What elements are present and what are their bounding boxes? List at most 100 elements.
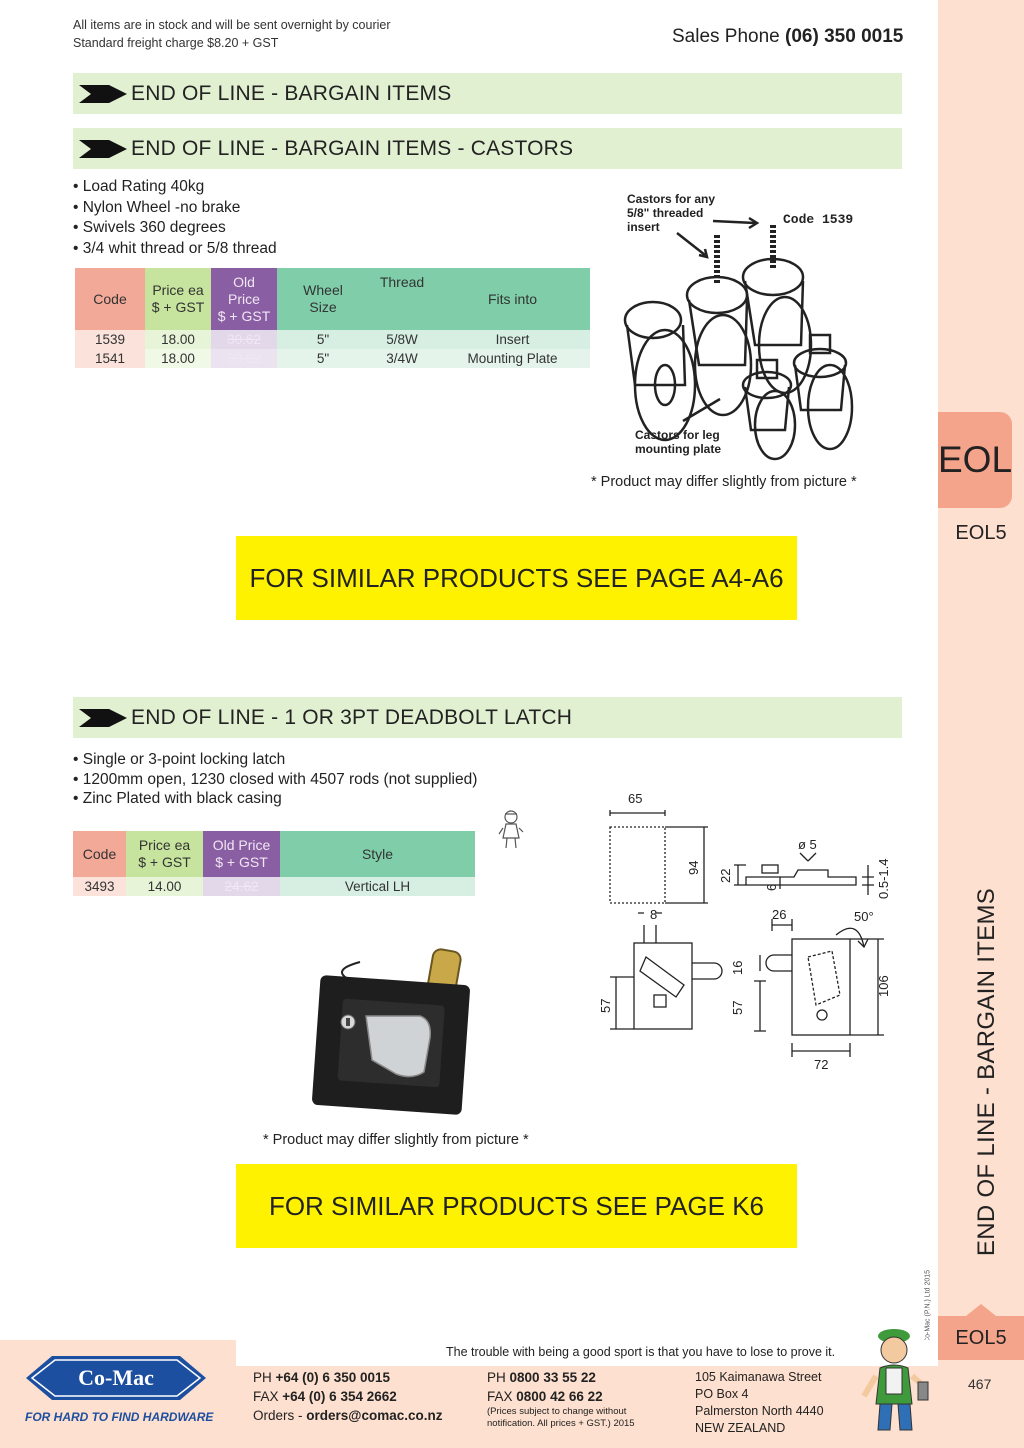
dim-65: 65 bbox=[628, 791, 642, 806]
section-code: EOL5 bbox=[955, 522, 1007, 544]
ph2-number: 0800 33 55 22 bbox=[509, 1370, 596, 1385]
sales-phone: Sales Phone (06) 350 0015 bbox=[672, 26, 903, 48]
ph-number: +64 (0) 6 350 0015 bbox=[275, 1370, 390, 1385]
col-fits-into: Fits into bbox=[435, 268, 590, 330]
dim-5: ø 5 bbox=[798, 837, 817, 852]
dim-26: 26 bbox=[772, 907, 786, 922]
list-item: • 3/4 whit thread or 5/8 thread bbox=[73, 239, 277, 257]
address-line: NEW ZEALAND bbox=[695, 1421, 786, 1435]
fax2-number: 0800 42 66 22 bbox=[516, 1389, 603, 1404]
section-vertical-title: END OF LINE - BARGAIN ITEMS bbox=[973, 887, 1000, 1257]
ph-label: PH bbox=[253, 1370, 272, 1385]
latch-dimension-drawing: 65 94 22 6 ø 5 0.5-1.4 8 57 26 50° 16 57… bbox=[598, 791, 891, 1072]
col-code: Code bbox=[75, 268, 145, 330]
logo-tagline: FOR HARD TO FIND HARDWARE bbox=[25, 1410, 214, 1424]
banner-latch: END OF LINE - 1 OR 3PT DEADBOLT LATCH bbox=[73, 697, 902, 738]
fax-number: +64 (0) 6 354 2662 bbox=[282, 1389, 397, 1404]
banner-castors-title: END OF LINE - BARGAIN ITEMS - CASTORS bbox=[131, 136, 574, 160]
col-price: Price ea$ + GST bbox=[145, 268, 211, 330]
col-code: Code bbox=[73, 831, 126, 877]
dim-50: 50° bbox=[854, 909, 874, 924]
address-line: 105 Kaimanawa Street bbox=[695, 1370, 822, 1384]
dim-6: 6 bbox=[764, 884, 779, 891]
header-note: All items are in stock and will be sent … bbox=[73, 16, 391, 52]
dim-72: 72 bbox=[814, 1057, 828, 1072]
address-line: PO Box 4 bbox=[695, 1387, 749, 1401]
col-style: Style bbox=[280, 831, 475, 877]
dim-57b: 57 bbox=[730, 1001, 745, 1015]
dim-22: 22 bbox=[718, 869, 733, 883]
orders-label: Orders - bbox=[253, 1408, 303, 1423]
dim-57a: 57 bbox=[598, 999, 613, 1013]
comac-logo: Co-Mac bbox=[26, 1356, 206, 1400]
banner-latch-title: END OF LINE - 1 OR 3PT DEADBOLT LATCH bbox=[131, 705, 573, 729]
header-note-line2: Standard freight charge $8.20 + GST bbox=[73, 36, 279, 50]
latch-similar-products: FOR SIMILAR PRODUCTS SEE PAGE K6 bbox=[236, 1164, 797, 1248]
castor-label-top-3: insert bbox=[627, 220, 660, 234]
dim-16: 16 bbox=[730, 961, 745, 975]
dim-94: 94 bbox=[686, 861, 701, 875]
latch-table: Code Price ea$ + GST Old Price$ + GST St… bbox=[73, 831, 475, 896]
list-item: • Swivels 360 degrees bbox=[73, 219, 226, 236]
sales-label: Sales Phone bbox=[672, 26, 780, 47]
section-tab: EOL bbox=[938, 412, 1012, 508]
castor-illustration: Castors for any 5/8" threaded insert Cod… bbox=[623, 192, 853, 461]
fax-label: FAX bbox=[253, 1389, 279, 1404]
ph2-label: PH bbox=[487, 1370, 506, 1385]
address-line: Palmerston North 4440 bbox=[695, 1404, 824, 1418]
footer-section-tab: EOL5 bbox=[938, 1304, 1024, 1360]
arrow-icon bbox=[79, 84, 127, 103]
price-note-2: notification. All prices + GST.) 2015 bbox=[487, 1418, 635, 1429]
col-old-price: Old Price$ + GST bbox=[203, 831, 280, 877]
header-note-line1: All items are in stock and will be sent … bbox=[73, 18, 391, 32]
footer-address: 105 Kaimanawa Street PO Box 4 Palmerston… bbox=[695, 1369, 824, 1437]
footer-quote: The trouble with being a good sport is t… bbox=[446, 1345, 836, 1359]
table-header-row: Code Price ea$ + GST Old Price$ + GST St… bbox=[73, 831, 475, 877]
latch-disclaimer: * Product may differ slightly from pictu… bbox=[263, 1132, 529, 1148]
castor-label-code: Code 1539 bbox=[783, 212, 853, 227]
arrow-icon bbox=[79, 139, 127, 158]
table-row: 3493 14.00 24.62 Vertical LH bbox=[73, 877, 475, 896]
list-item: • Load Rating 40kg bbox=[73, 178, 205, 195]
list-item: • Zinc Plated with black casing bbox=[73, 790, 282, 807]
castor-similar-products: FOR SIMILAR PRODUCTS SEE PAGE A4-A6 bbox=[236, 536, 797, 620]
price-note-1: (Prices subject to change without bbox=[487, 1406, 627, 1417]
dim-106: 106 bbox=[876, 975, 891, 997]
arrow-icon bbox=[79, 708, 127, 727]
list-item: • 1200mm open, 1230 closed with 4507 rod… bbox=[73, 770, 478, 788]
banner-main: END OF LINE - BARGAIN ITEMS bbox=[73, 73, 902, 114]
latch-product-photo bbox=[312, 948, 470, 1115]
banner-main-title: END OF LINE - BARGAIN ITEMS bbox=[131, 81, 452, 105]
castor-label-top-1: Castors for any bbox=[627, 192, 715, 206]
fax2-label: FAX bbox=[487, 1389, 513, 1404]
footer-quote-band bbox=[236, 1340, 938, 1366]
sidebar bbox=[938, 0, 1024, 1340]
page-number: 467 bbox=[968, 1376, 992, 1392]
col-price: Price ea$ + GST bbox=[126, 831, 203, 877]
footer-contact-1: PH +64 (0) 6 350 0015 FAX +64 (0) 6 354 … bbox=[253, 1368, 443, 1425]
sales-number: (06) 350 0015 bbox=[785, 26, 904, 47]
castor-disclaimer: * Product may differ slightly from pictu… bbox=[591, 474, 857, 490]
castor-features: • Load Rating 40kg • Nylon Wheel -no bra… bbox=[73, 177, 277, 259]
castor-label-bottom-1: Castors for leg bbox=[635, 428, 720, 442]
mascot-icon bbox=[861, 1329, 929, 1431]
orders-email[interactable]: orders@comac.co.nz bbox=[306, 1408, 443, 1423]
col-thread: Thread bbox=[369, 268, 435, 330]
table-row: 1541 18.00 30.62 5" 3/4W Mounting Plate bbox=[75, 349, 590, 368]
footer-contact-2: PH 0800 33 55 22 FAX 0800 42 66 22 (Pric… bbox=[487, 1368, 635, 1430]
castor-label-bottom-2: mounting plate bbox=[635, 442, 721, 456]
logo-text: Co-Mac bbox=[78, 1365, 154, 1390]
list-item: • Nylon Wheel -no brake bbox=[73, 198, 241, 216]
table-row: 1539 18.00 30.62 5" 5/8W Insert bbox=[75, 330, 590, 349]
banner-castors: END OF LINE - BARGAIN ITEMS - CASTORS bbox=[73, 128, 902, 169]
mascot-small-icon bbox=[498, 810, 524, 849]
castor-label-top-2: 5/8" threaded bbox=[627, 206, 703, 220]
list-item: • Single or 3-point locking latch bbox=[73, 751, 286, 768]
latch-features: • Single or 3-point locking latch • 1200… bbox=[73, 750, 477, 809]
dim-8: 8 bbox=[650, 907, 657, 922]
dim-0514: 0.5-1.4 bbox=[876, 859, 891, 899]
